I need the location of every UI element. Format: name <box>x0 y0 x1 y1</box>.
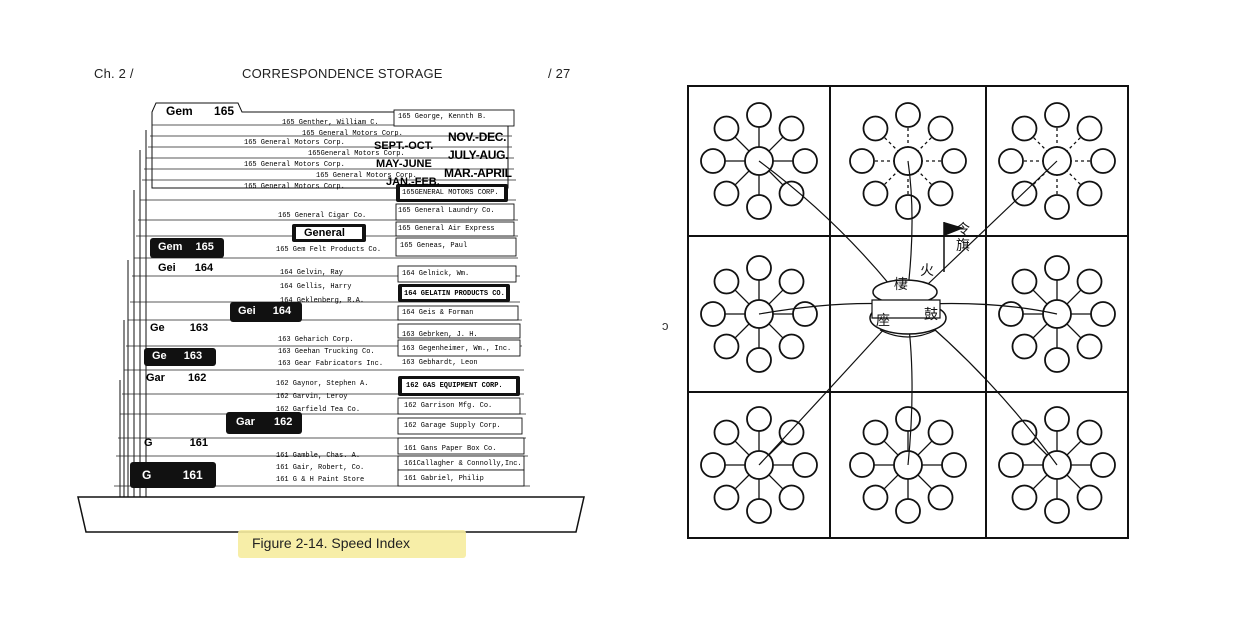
folder-label: 163 Gear Fabricators Inc. <box>278 358 383 370</box>
folder-label: 163 Gebrken, J. H. <box>402 328 511 342</box>
folder-label: 161 Gans Paper Box Co. <box>404 442 522 457</box>
folder-label: 164 Geklenberg, R.A. <box>280 294 364 308</box>
top-folder-list: 165 Genther, William C. 165 General Moto… <box>282 118 403 140</box>
guide-gar-162-outline: Gar 162 <box>146 372 206 384</box>
period-mar-april: MAR.-APRIL <box>444 166 512 180</box>
center-char-2: 棲 <box>894 274 908 294</box>
folder-label: 162 Gaynor, Stephen A. <box>276 378 368 391</box>
folder-label: 165 Gem Felt Products Co. <box>276 246 381 254</box>
right-book-page: 令旗 火 棲 鼓 座 <box>640 0 1236 625</box>
folder-label: 161 G & H Paint Store <box>276 474 364 486</box>
folder-label: 162 Garrison Mfg. Co. <box>404 402 492 410</box>
guide-ge-163: Ge 163 <box>152 350 202 362</box>
general-guide: General <box>304 227 345 239</box>
period-nov-dec: NOV.-DEC. <box>448 130 506 144</box>
period-july-aug: JULY-AUG. <box>448 148 508 162</box>
figure-caption: Figure 2-14. Speed Index <box>252 535 410 551</box>
folders-164: 164 Gelvin, Ray 164 Gellis, Harry 164 Ge… <box>280 266 364 308</box>
folder-label: 162 Garage Supply Corp. <box>404 422 501 430</box>
folder-label: 162 GAS EQUIPMENT CORP. <box>406 382 503 390</box>
folder-label: 163 Geehan Trucking Co. <box>278 346 383 358</box>
folder-label: 162 Garfield Tea Co. <box>276 404 368 417</box>
period-may-june: MAY-JUNE <box>376 158 432 170</box>
period-sept-oct: SEPT.-OCT. <box>374 140 433 152</box>
folder-label: 165GENERAL MOTORS CORP. <box>402 189 499 197</box>
folder-label: 165 George, Kennth B. <box>398 113 486 121</box>
center-char-fire: 火 <box>920 260 934 280</box>
folder-label: 165 General Cigar Co. <box>278 212 366 220</box>
folder-label: 164 Gelnick, Wm. <box>402 270 469 278</box>
nine-square-formation-diagram <box>640 0 1236 625</box>
folder-label: 165 General Laundry Co. <box>398 207 495 215</box>
folder-label: 161 Gabriel, Philip <box>404 472 522 487</box>
guide-g-161: G 161 <box>142 468 203 482</box>
folder-label: 164 GELATIN PRODUCTS CO. <box>404 290 505 298</box>
gem-top-guide: Gem 165 <box>166 104 234 118</box>
drawer-front <box>78 497 584 532</box>
folder-label: 161 Gamble, Chas. A. <box>276 450 364 462</box>
folder-label: 163 Geharich Corp. <box>278 334 383 346</box>
folder-label: 165 Geneas, Paul <box>400 242 467 250</box>
folders-163: 163 Geharich Corp. 163 Geehan Trucking C… <box>278 334 383 370</box>
folder-label: 164 Gellis, Harry <box>280 280 364 294</box>
folders-162: 162 Gaynor, Stephen A. 162 Garvin, Leroy… <box>276 378 368 417</box>
guide-gei-164-outline: Gei 164 <box>158 262 213 274</box>
folders-163-right: 163 Gebrken, J. H. 163 Gegenheimer, Wm.,… <box>402 328 511 370</box>
folder-label: 161 Gair, Robert, Co. <box>276 462 364 474</box>
folders-161-right: 161 Gans Paper Box Co. 161Callagher & Co… <box>404 442 522 487</box>
folder-label: 165 Genther, William C. <box>282 118 403 129</box>
folder-label: 164 Geis & Forman <box>402 309 473 317</box>
period-jan-feb: JAN.-FEB. <box>386 176 440 188</box>
flag-characters: 令旗 <box>956 222 970 254</box>
folder-label: 162 Garvin, Leroy <box>276 391 368 404</box>
folder-label: 163 Gegenheimer, Wm., Inc. <box>402 342 511 356</box>
guide-g-161-outline: G 161 <box>144 437 208 449</box>
folders-161: 161 Gamble, Chas. A. 161 Gair, Robert, C… <box>276 450 364 486</box>
guide-gem-165: Gem 165 <box>158 241 214 253</box>
folder-label: 163 Gebhardt, Leon <box>402 356 511 370</box>
center-char-drum: 鼓 <box>924 304 938 324</box>
center-char-seat: 座 <box>876 310 890 330</box>
guide-ge-163-outline: Ge 163 <box>150 322 208 334</box>
guide-gar-162: Gar 162 <box>236 416 292 428</box>
folder-label: 161Callagher & Connolly,Inc. <box>404 457 522 472</box>
left-book-page: Ch. 2 / CORRESPONDENCE STORAGE / 27 <box>0 0 640 625</box>
folder-label: 165 General Air Express <box>398 225 495 233</box>
folder-label: 164 Gelvin, Ray <box>280 266 364 280</box>
